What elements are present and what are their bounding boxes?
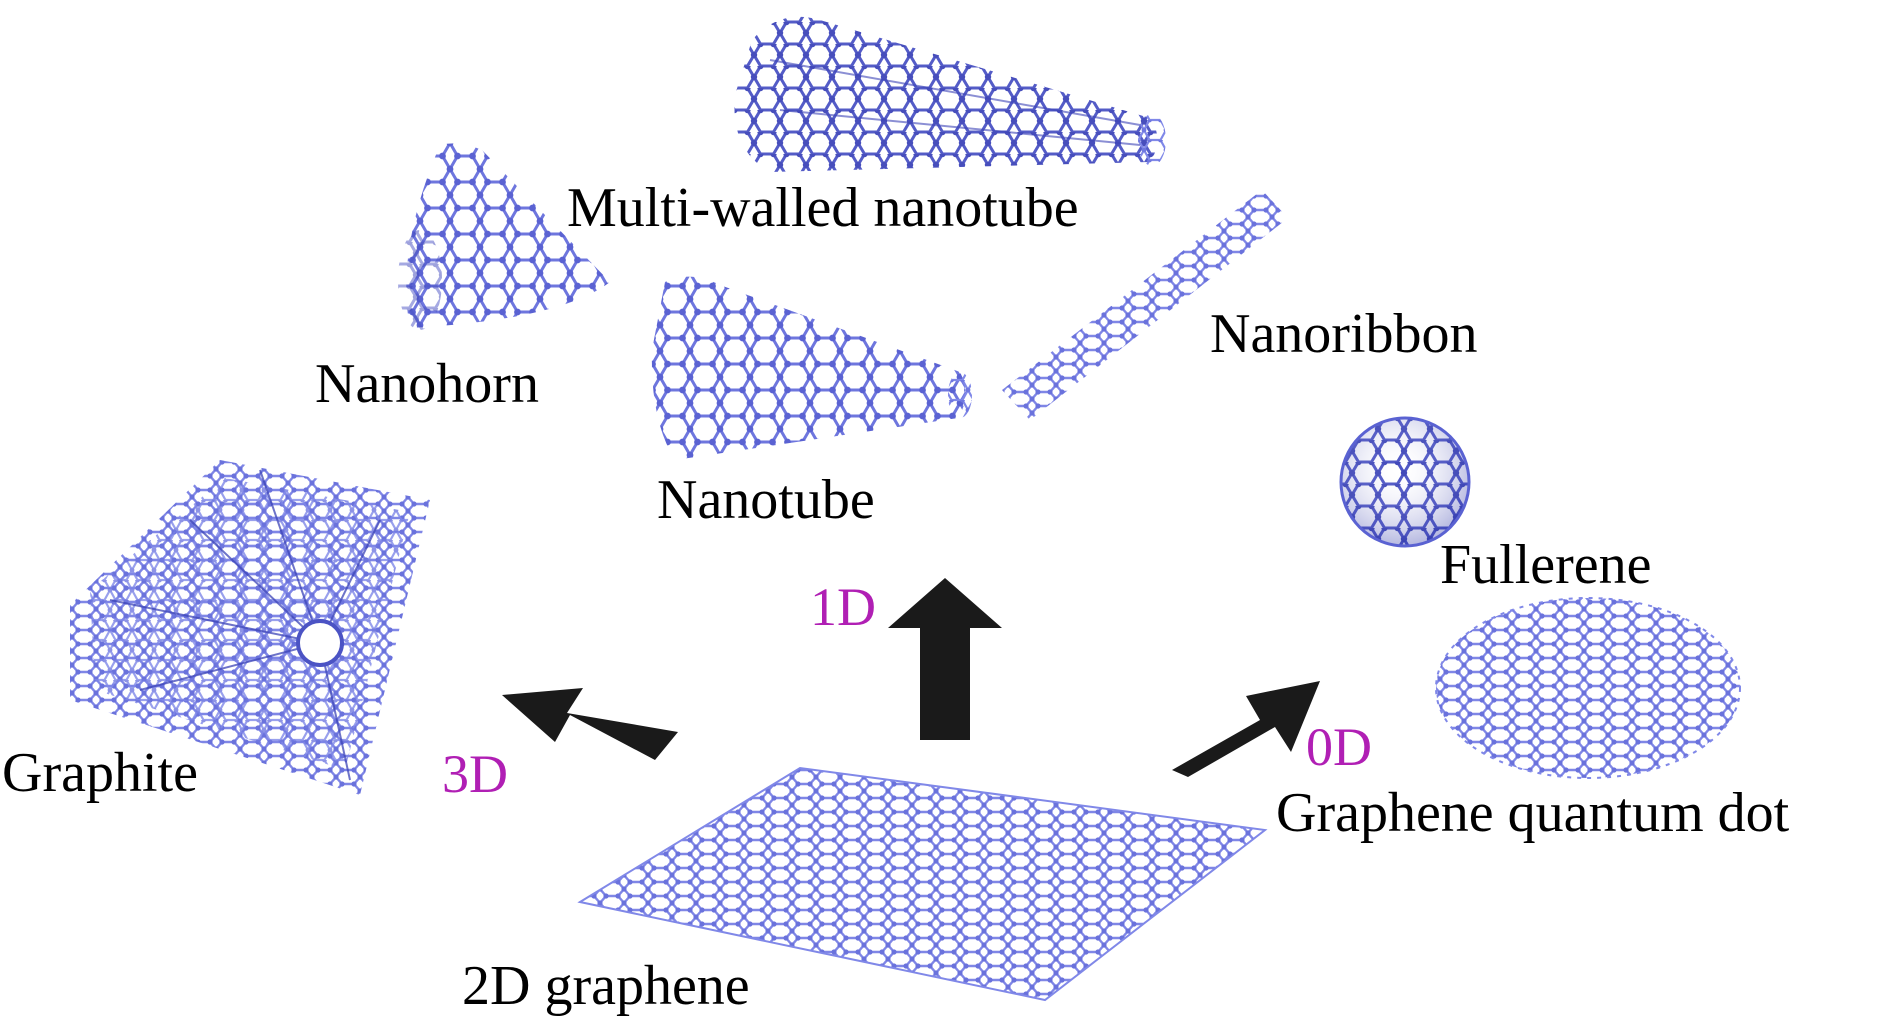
fullerene-label: Fullerene: [1440, 534, 1652, 596]
arrow-upleft-icon: [502, 688, 678, 760]
graphene-2d-model: [577, 766, 1268, 1002]
arrow-upright-icon: [1172, 681, 1320, 777]
graphite-label: Graphite: [2, 742, 198, 804]
dimension-0d-label: 0D: [1306, 717, 1372, 777]
nanohorn-model: [398, 143, 610, 330]
nanotube-model: [651, 276, 972, 460]
nanotube-label: Nanotube: [657, 469, 875, 531]
nanoribbon-model: [1002, 190, 1288, 420]
nanoribbon-label: Nanoribbon: [1210, 303, 1478, 365]
fullerene-model: [1339, 416, 1471, 548]
graphene-quantum-dot-model: [1435, 597, 1741, 779]
multi-walled-nanotube-model: [734, 16, 1166, 173]
multi-walled-nanotube-label: Multi-walled nanotube: [567, 177, 1079, 239]
arrow-up-icon: [888, 578, 1002, 740]
dimension-3d-label: 3D: [442, 744, 508, 804]
nanohorn-label: Nanohorn: [315, 353, 539, 415]
graphite-model: [70, 460, 430, 795]
dimension-1d-label: 1D: [810, 577, 876, 637]
graphene-quantum-dot-label: Graphene quantum dot: [1276, 782, 1790, 844]
graphene-2d-label: 2D graphene: [462, 955, 750, 1017]
